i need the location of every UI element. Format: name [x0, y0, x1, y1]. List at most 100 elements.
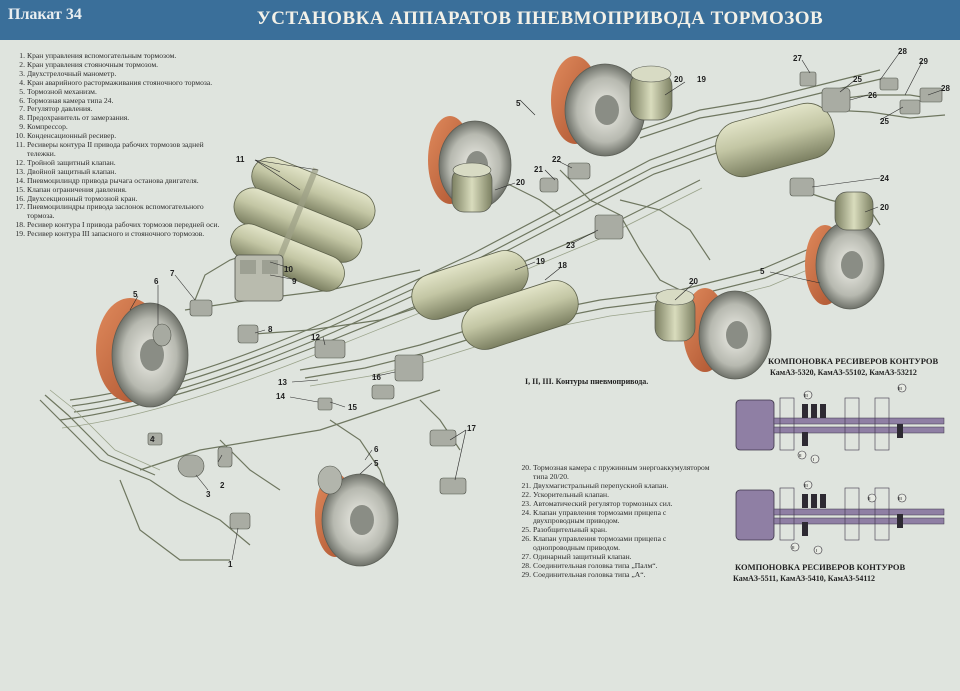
callout-25b: 25 [880, 117, 889, 126]
scheme-mark-ii-top: II [799, 453, 802, 458]
callout-20b: 20 [516, 178, 525, 187]
receivers-ii-group [230, 156, 376, 292]
receiver-18 [461, 280, 579, 350]
scheme-mark-ii-bottom-b: II [868, 496, 871, 501]
legend-item-text: Соединительная головка типа „Палм“. [533, 560, 658, 570]
legend-item-text: Тормозная камера с пружинным энергоаккум… [533, 463, 710, 481]
callout-19b: 19 [697, 75, 706, 84]
legend-item-number: 11. [15, 140, 25, 150]
legend-item-number: 27. [521, 552, 532, 562]
callout-12: 12 [311, 333, 320, 342]
legend-item: 3.Двухстрелочный манометр. [12, 68, 227, 79]
scheme-mark-ii-bottom-a: II [792, 545, 795, 550]
callout-5c: 5 [760, 267, 765, 276]
legend-item: 26.Клапан управления тормозами прицепа с… [518, 534, 713, 553]
legend-item: 18.Ресивер контура I привода рабочих тор… [12, 220, 227, 230]
legend-item-number: 5. [19, 86, 25, 96]
legend-item: 24.Клапан управления тормозами прицепа с… [518, 507, 713, 527]
legend-item-text: Клапан управления тормозами прицепа с од… [533, 534, 667, 553]
callout-20d: 20 [689, 277, 698, 286]
poster-number: Плакат 34 [8, 6, 82, 23]
brake-mechanism-rear-top [551, 56, 673, 157]
legend-item-text: Двухсекционный тормозной кран. [27, 193, 138, 203]
legend-item-text: Ресивер контура III запасного и стояночн… [27, 229, 205, 239]
legend-item-text: Автоматический регулятор тормозных сил. [533, 498, 673, 508]
legend-item: 16.Двухсекционный тормозной кран. [12, 193, 227, 204]
legend-item-number: 19. [15, 229, 26, 239]
scheme-mark-iii-top-a: III [804, 393, 808, 398]
callout-6b: 6 [374, 445, 379, 454]
legend-item-text: Кран управления вспомогательным тормозом… [27, 51, 177, 60]
legend-item-text: Тормозная камера типа 24. [27, 95, 114, 105]
legend-item: 21.Двухмагистральный перепускной клапан. [518, 480, 713, 491]
title-bar: Плакат 34 УСТАНОВКА АППАРАТОВ ПНЕВМОПРИВ… [0, 0, 960, 40]
legend-item-number: 29. [521, 569, 532, 579]
layout-bottom-models: КамАЗ-5511, КамАЗ-5410, КамАЗ-54112 [733, 574, 875, 583]
layout-bottom-title: КОМПОНОВКА РЕСИВЕРОВ КОНТУРОВ [735, 562, 906, 572]
legend-item: 8.Предохранитель от замерзания. [12, 113, 227, 123]
callout-18: 18 [558, 261, 567, 270]
legend-item-text: Соединительная головка типа „А“. [533, 569, 646, 579]
leader-lines [129, 51, 943, 561]
brake-mechanism-front-bottom [315, 465, 399, 567]
legend-item-number: 4. [19, 77, 25, 87]
receiver-19-rear [715, 102, 835, 178]
legend-item: 23.Автоматический регулятор тормозных си… [518, 498, 713, 509]
legend-item: 7.Регулятор давления. [12, 104, 227, 114]
callout-20c: 20 [880, 203, 889, 212]
legend-item-text: Пневмоцилиндр привода рычага останова дв… [27, 175, 199, 185]
callout-15: 15 [348, 403, 357, 412]
legend-item-text: Разобщительный кран. [533, 525, 608, 535]
callout-4: 4 [150, 435, 155, 444]
legend-item-text: Кран аварийного растормаживания стояночн… [27, 77, 213, 87]
legend-item-text: Клапан ограничения давления. [27, 184, 127, 194]
legend-item: 12.Тройной защитный клапан. [12, 158, 227, 168]
contours-note: I, II, III. Контуры пневмопривода. [525, 377, 649, 386]
legend-item-text: Пневмоцилиндры привода заслонок вспомога… [27, 202, 204, 221]
legend-item-number: 22. [521, 489, 532, 499]
legend-item-number: 2. [19, 59, 25, 69]
legend-item-number: 21. [521, 480, 532, 490]
callout-21: 21 [534, 165, 543, 174]
callout-25a: 25 [853, 75, 862, 84]
scheme-mark-i-bottom: I [816, 548, 817, 553]
legend-item-text: Кран управления стояночным тормозом. [27, 59, 159, 69]
callout-17: 17 [467, 424, 476, 433]
legend-item: 15.Клапан ограничения давления. [12, 184, 227, 195]
callout-5a: 5 [133, 290, 138, 299]
receiver-layout-bottom: II III I III II [735, 480, 945, 555]
legend-item: 2.Кран управления стояночным тормозом. [12, 59, 227, 70]
brake-mechanism-front-left [96, 298, 189, 408]
poster-title: УСТАНОВКА АППАРАТОВ ПНЕВМОПРИВОДА ТОРМОЗ… [256, 8, 824, 29]
callout-27: 27 [793, 54, 802, 63]
legend-item: 17.Пневмоцилиндры привода заслонок вспом… [12, 202, 227, 221]
legend-item: 19.Ресивер контура III запасного и стоян… [12, 229, 227, 239]
callout-3: 3 [206, 490, 211, 499]
callout-6a: 6 [154, 277, 159, 286]
legend-item: 10.Конденсационный ресивер. [12, 131, 227, 141]
callout-1: 1 [228, 560, 233, 569]
legend-item-number: 26. [521, 534, 532, 544]
legend-item-text: Компрессор. [27, 122, 68, 132]
callout-16: 16 [372, 373, 381, 382]
legend-item-number: 16. [15, 193, 26, 203]
legend-item-number: 3. [19, 68, 25, 78]
legend-item-text: Одинарный защитный клапан. [533, 552, 632, 562]
callout-14: 14 [276, 392, 285, 401]
callout-23: 23 [566, 241, 575, 250]
callout-22: 22 [552, 155, 561, 164]
callout-5b: 5 [516, 99, 521, 108]
scheme-mark-iii-top-b: III [898, 386, 902, 391]
scheme-mark-i-top: I [813, 457, 814, 462]
callout-24: 24 [880, 174, 889, 183]
callout-10: 10 [284, 265, 293, 274]
legend-item-text: Клапан управления тормозами прицепа с дв… [533, 507, 667, 526]
layout-top-models: КамАЗ-5320, КамАЗ-55102, КамАЗ-53212 [770, 368, 917, 377]
callout-9: 9 [292, 277, 297, 286]
legend-item: 1.Кран управления вспомогательным тормоз… [12, 51, 227, 61]
receiver-layout-top: I II III II III [735, 383, 945, 464]
brake-mechanism-rear-right [805, 191, 885, 310]
callout-5d: 5 [374, 459, 379, 468]
